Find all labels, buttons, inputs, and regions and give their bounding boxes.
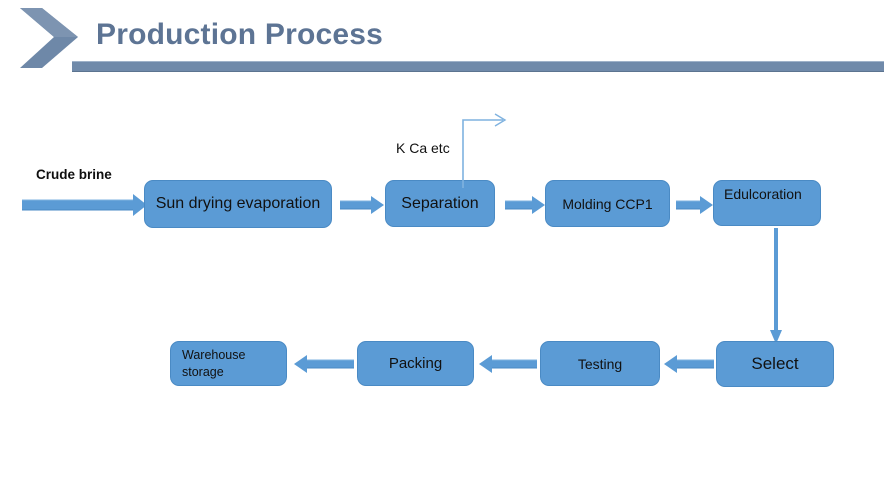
arrow-tail (676, 200, 701, 210)
arrow-head (371, 196, 384, 214)
arrow-separation-to-molding (505, 196, 545, 214)
byproduct-label-k-ca-etc: K Ca etc (396, 140, 450, 156)
title-underline-rule (72, 61, 884, 72)
node-label: Select (751, 354, 799, 373)
arrow-tail (491, 359, 537, 369)
node-separation[interactable]: Separation (385, 180, 495, 227)
node-label: Edulcoration (724, 186, 802, 202)
connector-separation-to-byproduct (462, 113, 507, 188)
arrow-packing-to-warehouse-storage (294, 355, 354, 373)
arrow-head (294, 355, 307, 373)
node-label: Molding CCP1 (562, 195, 653, 212)
node-label: Testing (577, 355, 623, 372)
node-label: Warehouse storage (182, 348, 246, 379)
arrow-select-to-testing (664, 355, 714, 373)
arrow-testing-to-packing (479, 355, 537, 373)
node-edulcoration[interactable]: Edulcoration (713, 180, 821, 226)
arrow-molding-to-edulcoration (676, 196, 713, 214)
node-packing[interactable]: Packing (357, 341, 474, 386)
arrow-head (479, 355, 492, 373)
arrow-edulcoration-to-select (770, 228, 782, 344)
arrow-crude-brine-to-sun-drying (22, 194, 147, 216)
node-select[interactable]: Select (716, 341, 834, 387)
arrow-head (133, 194, 147, 216)
node-label: Separation (401, 194, 479, 212)
slide-header: Production Process (0, 0, 892, 85)
node-label: Sun drying evaporation (155, 195, 321, 212)
arrow-tail (22, 199, 134, 211)
node-warehouse-storage[interactable]: Warehouse storage (170, 341, 287, 386)
arrow-head (532, 196, 545, 214)
node-sun-drying-evaporation[interactable]: Sun drying evaporation (144, 180, 332, 228)
node-molding-ccp1[interactable]: Molding CCP1 (545, 180, 670, 227)
arrow-head (700, 196, 713, 214)
node-testing[interactable]: Testing (540, 341, 660, 386)
arrow-tail (505, 200, 533, 210)
arrow-tail (306, 359, 354, 369)
input-label-crude-brine: Crude brine (36, 167, 112, 182)
chevron-right-icon (20, 8, 78, 68)
arrow-head (664, 355, 677, 373)
arrow-tail (340, 200, 372, 210)
node-label: Packing (388, 355, 443, 372)
page-title: Production Process (96, 18, 384, 51)
arrow-tail (676, 359, 714, 369)
arrow-sun-drying-to-separation (340, 196, 384, 214)
